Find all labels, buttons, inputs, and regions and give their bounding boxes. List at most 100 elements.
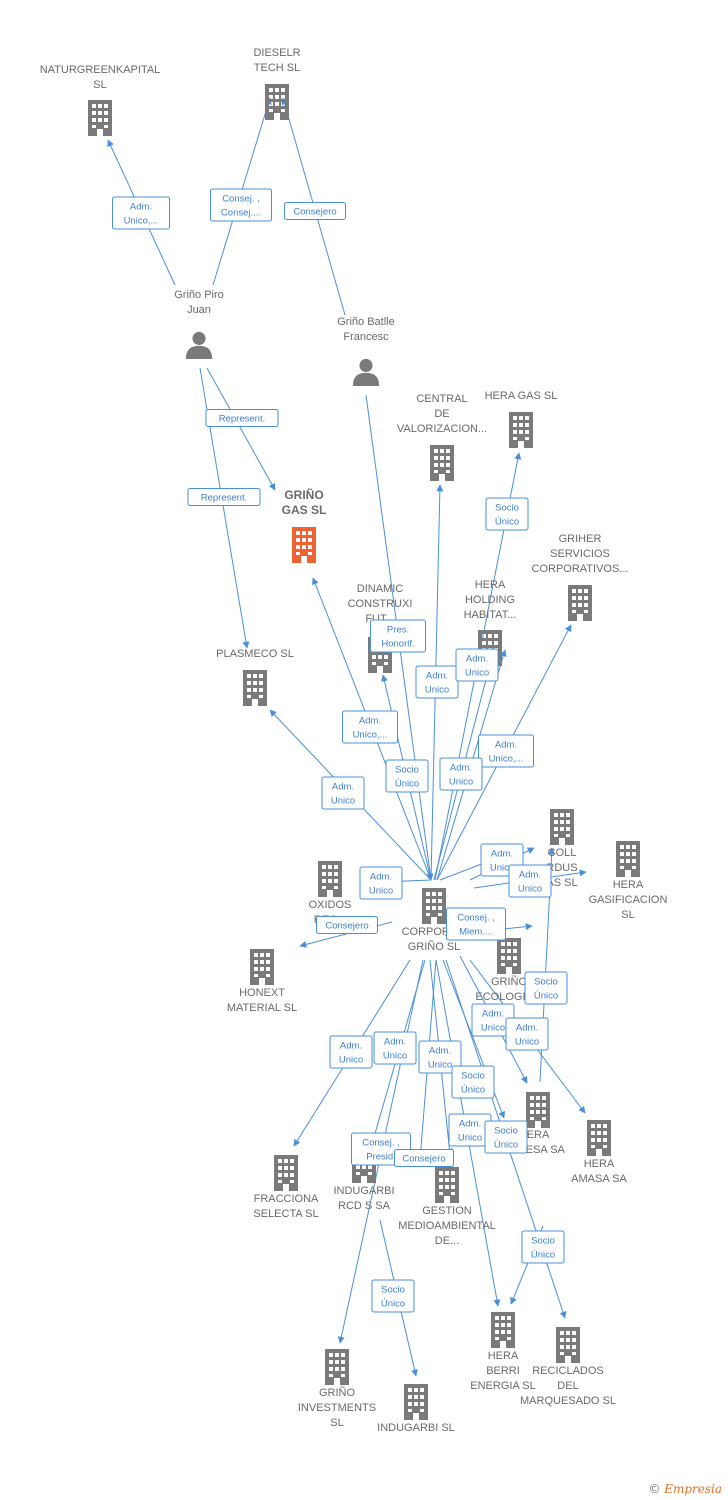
node-label: DIESELR	[253, 47, 300, 59]
badge-label: Unico	[458, 1133, 482, 1144]
node-label: HERA GAS SL	[485, 390, 558, 402]
relation-badge[interactable]: Adm.Unico	[373, 1031, 417, 1065]
badge-box	[394, 1149, 454, 1167]
relation-badge[interactable]: Represent.	[205, 409, 279, 427]
relation-badge[interactable]: Consej. ,Miem....	[446, 907, 506, 941]
node-heraholding[interactable]: HERAHOLDINGHABITAT...	[464, 579, 517, 666]
node-heragas[interactable]: HERA GAS SL	[485, 390, 558, 448]
node-plasmeco[interactable]: PLASMECO SL	[216, 648, 294, 706]
relation-badge[interactable]: Adm.Unico	[415, 665, 459, 699]
footer-brand[interactable]: © Empresia	[648, 1482, 722, 1496]
badge-box	[284, 202, 346, 220]
badge-label: Unico,...	[489, 754, 524, 765]
badge-label: Unico	[481, 1023, 505, 1034]
building-icon	[587, 1120, 611, 1156]
badge-box	[205, 409, 279, 427]
node-label: SL	[93, 79, 106, 91]
badge-label: Consej....	[221, 208, 261, 219]
relation-badge[interactable]: Adm.Unico	[359, 866, 403, 900]
node-dieselr[interactable]: DIESELR TECH SL	[253, 47, 301, 120]
relation-badge[interactable]: Adm.Unico	[505, 1017, 549, 1051]
node-label: GRIÑO	[319, 1386, 356, 1399]
node-label: RDUS	[546, 862, 577, 874]
badge-label: Único	[494, 1140, 518, 1151]
node-label: GAS SL	[282, 503, 327, 517]
building-icon	[265, 84, 289, 120]
badge-label: Unico	[490, 863, 514, 874]
node-label: PLASMECO SL	[216, 648, 294, 660]
badge-box	[210, 188, 272, 222]
relation-badge[interactable]: Adm.Unico	[321, 776, 365, 810]
relation-badge[interactable]: Consejero	[394, 1149, 454, 1167]
node-label: Griño Batlle	[337, 316, 394, 328]
badge-box	[329, 1035, 373, 1069]
badge-label: Adm.	[370, 872, 392, 883]
relation-badge[interactable]: Adm.Unico	[508, 864, 552, 898]
badge-label: Adm.	[450, 763, 472, 774]
building-icon	[88, 100, 112, 136]
badge-label: Unico	[428, 1060, 452, 1071]
node-label: SERVICIOS	[550, 548, 610, 560]
relation-badge[interactable]: Adm.Unico,...	[478, 734, 534, 768]
building-icon-highlight	[292, 527, 316, 563]
building-icon	[435, 1167, 459, 1203]
node-label: GRIHER	[559, 533, 602, 545]
relation-badge[interactable]: Adm.Unico	[418, 1040, 462, 1074]
relation-badge[interactable]: Adm.Unico	[439, 757, 483, 791]
node-label: GRIÑO	[284, 487, 323, 502]
node-fracciona[interactable]: FRACCIONA SELECTA SL	[253, 1155, 319, 1220]
relation-badge[interactable]: Represent.	[187, 488, 261, 506]
node-label: SELECTA SL	[253, 1208, 318, 1220]
badge-label: Consej. ,	[457, 913, 495, 924]
badge-label: Honorif.	[381, 639, 414, 650]
relation-badge[interactable]: Adm.Unico,...	[112, 196, 170, 230]
node-label: TECH SL	[254, 62, 300, 74]
node-griher[interactable]: GRIHERSERVICIOSCORPORATIVOS...	[532, 533, 629, 621]
badge-label: Único	[531, 1250, 555, 1261]
node-label: HERA	[613, 879, 644, 891]
badge-box	[187, 488, 261, 506]
relation-badge[interactable]: Adm.Unico	[329, 1035, 373, 1069]
node-label: GASIFICACION	[589, 894, 668, 906]
node-gestion[interactable]: GESTIONMEDIOAMBIENTALDE...	[398, 1167, 496, 1247]
badge-box	[370, 619, 426, 653]
node-label: DE	[434, 408, 449, 420]
node-label: DEL	[557, 1380, 578, 1392]
node-indugarbi[interactable]: INDUGARBI SL	[377, 1384, 455, 1434]
relation-badge[interactable]: Consejero	[316, 916, 378, 934]
building-icon	[497, 938, 521, 974]
node-central[interactable]: CENTRALDEVALORIZACION...	[397, 393, 487, 481]
badge-box	[451, 1065, 495, 1099]
badge-box	[505, 1017, 549, 1051]
relation-badge[interactable]: Pres.Honorif.	[370, 619, 426, 653]
relation-badge[interactable]: Consejero	[284, 202, 346, 220]
relation-badge[interactable]: Adm.Unico,...	[342, 710, 398, 744]
node-label: HOLDING	[465, 594, 515, 606]
node-label: VALORIZACION...	[397, 423, 487, 435]
node-label: ENERGIA SL	[470, 1380, 535, 1392]
relation-badge[interactable]: Consej. ,Consej....	[210, 188, 272, 222]
relation-badge[interactable]: Adm.Unico	[455, 648, 499, 682]
node-label: FRACCIONA	[254, 1193, 319, 1205]
badge-box	[508, 864, 552, 898]
badge-label: Unico	[331, 796, 355, 807]
